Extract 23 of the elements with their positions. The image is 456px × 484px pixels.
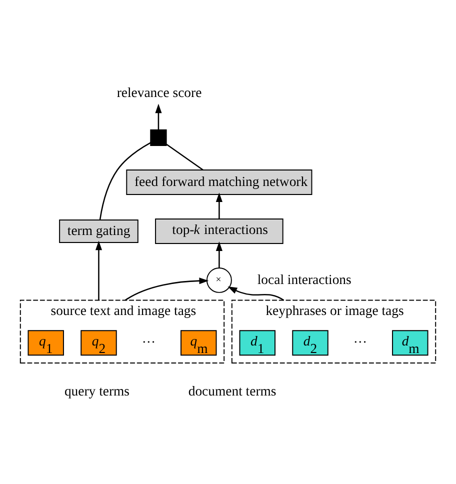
node-text: relevance score — [116, 84, 202, 100]
arrow — [216, 241, 222, 268]
label: query terms — [64, 382, 130, 398]
node-box: top-k interactions — [155, 218, 284, 244]
node-label: source text and image tags — [50, 302, 196, 318]
arrow — [228, 286, 284, 300]
label: ··· — [353, 334, 368, 349]
node-box: feed forward matching network — [126, 169, 312, 194]
node-box: term gating — [59, 218, 138, 242]
cluster — [20, 299, 225, 363]
arrow — [95, 240, 102, 300]
arrow — [155, 103, 162, 130]
node-label: keyphrases or image tags — [266, 302, 404, 318]
node-circle: × — [206, 266, 232, 292]
connector — [99, 142, 151, 220]
cluster — [231, 299, 436, 363]
label: ··· — [142, 334, 156, 349]
arrow — [216, 192, 222, 218]
arrow — [124, 277, 209, 300]
label: document terms — [188, 382, 276, 398]
node-label: local interactions — [257, 271, 352, 286]
node-box — [150, 128, 167, 146]
connector — [166, 143, 204, 170]
